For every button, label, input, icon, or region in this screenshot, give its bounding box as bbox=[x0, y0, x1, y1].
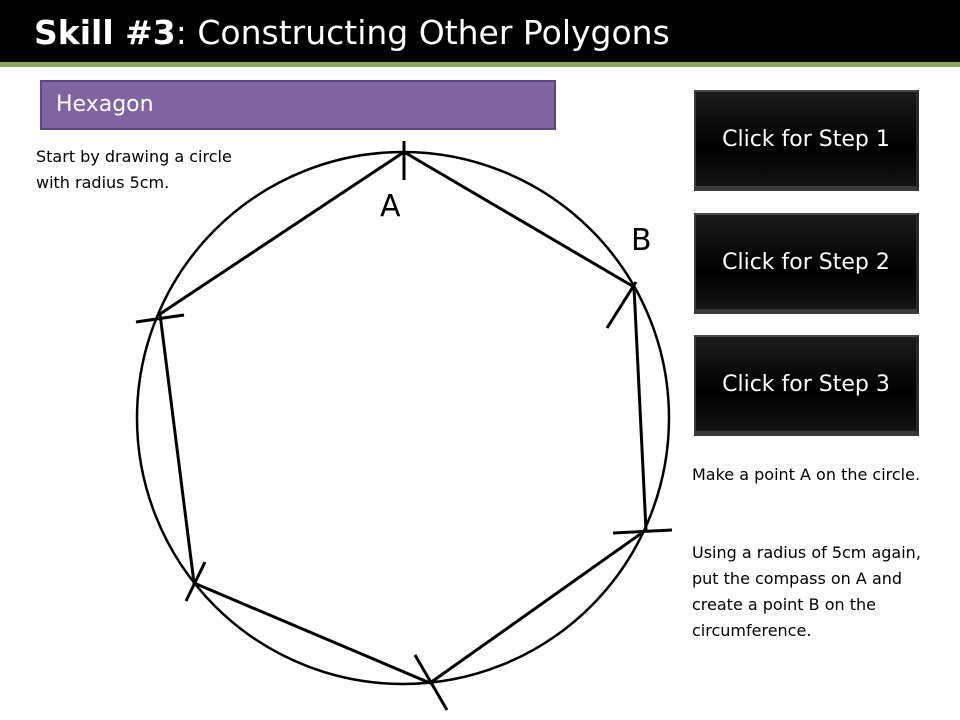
instruction-point-b: Using a radius of 5cm again, put the com… bbox=[692, 543, 921, 640]
instruction-start: Start by drawing a circle with radius 5c… bbox=[36, 147, 232, 192]
compass-mark-3 bbox=[612, 528, 673, 535]
construction-circle bbox=[135, 150, 671, 686]
page-title: Skill #3: Constructing Other Polygons bbox=[34, 8, 670, 58]
instruction-point-a: Make a point A on the circle. bbox=[692, 465, 921, 484]
compass-mark-5 bbox=[184, 561, 207, 602]
step-2-button[interactable]: Click for Step 2 bbox=[694, 213, 919, 314]
section-label-hexagon: Hexagon bbox=[40, 80, 556, 130]
point-label-b: B bbox=[631, 223, 652, 258]
step-1-button[interactable]: Click for Step 1 bbox=[694, 90, 919, 191]
page-title-skill: Skill #3 bbox=[34, 13, 176, 52]
point-label-a: A bbox=[380, 189, 401, 224]
hexagon-outline bbox=[158, 150, 648, 685]
step-3-button[interactable]: Click for Step 3 bbox=[694, 335, 919, 436]
page-title-topic: : Constructing Other Polygons bbox=[175, 13, 670, 52]
compass-mark-6 bbox=[135, 313, 185, 324]
compass-mark-b bbox=[605, 281, 638, 329]
title-accent-line bbox=[0, 62, 960, 67]
title-bar bbox=[0, 0, 960, 62]
compass-mark-4 bbox=[413, 654, 449, 711]
